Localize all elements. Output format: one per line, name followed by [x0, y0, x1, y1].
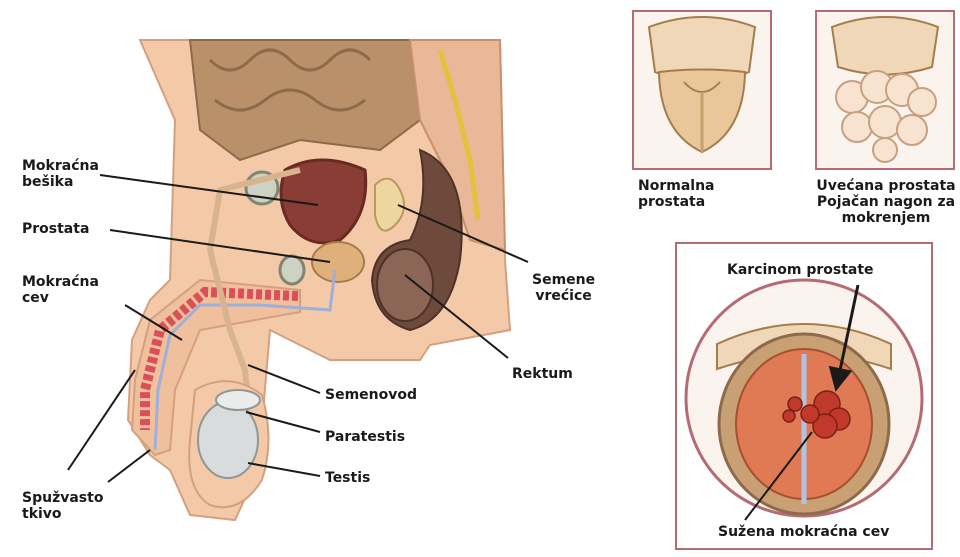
urethra-pointer [745, 432, 812, 520]
tumor-arrow [838, 285, 858, 380]
